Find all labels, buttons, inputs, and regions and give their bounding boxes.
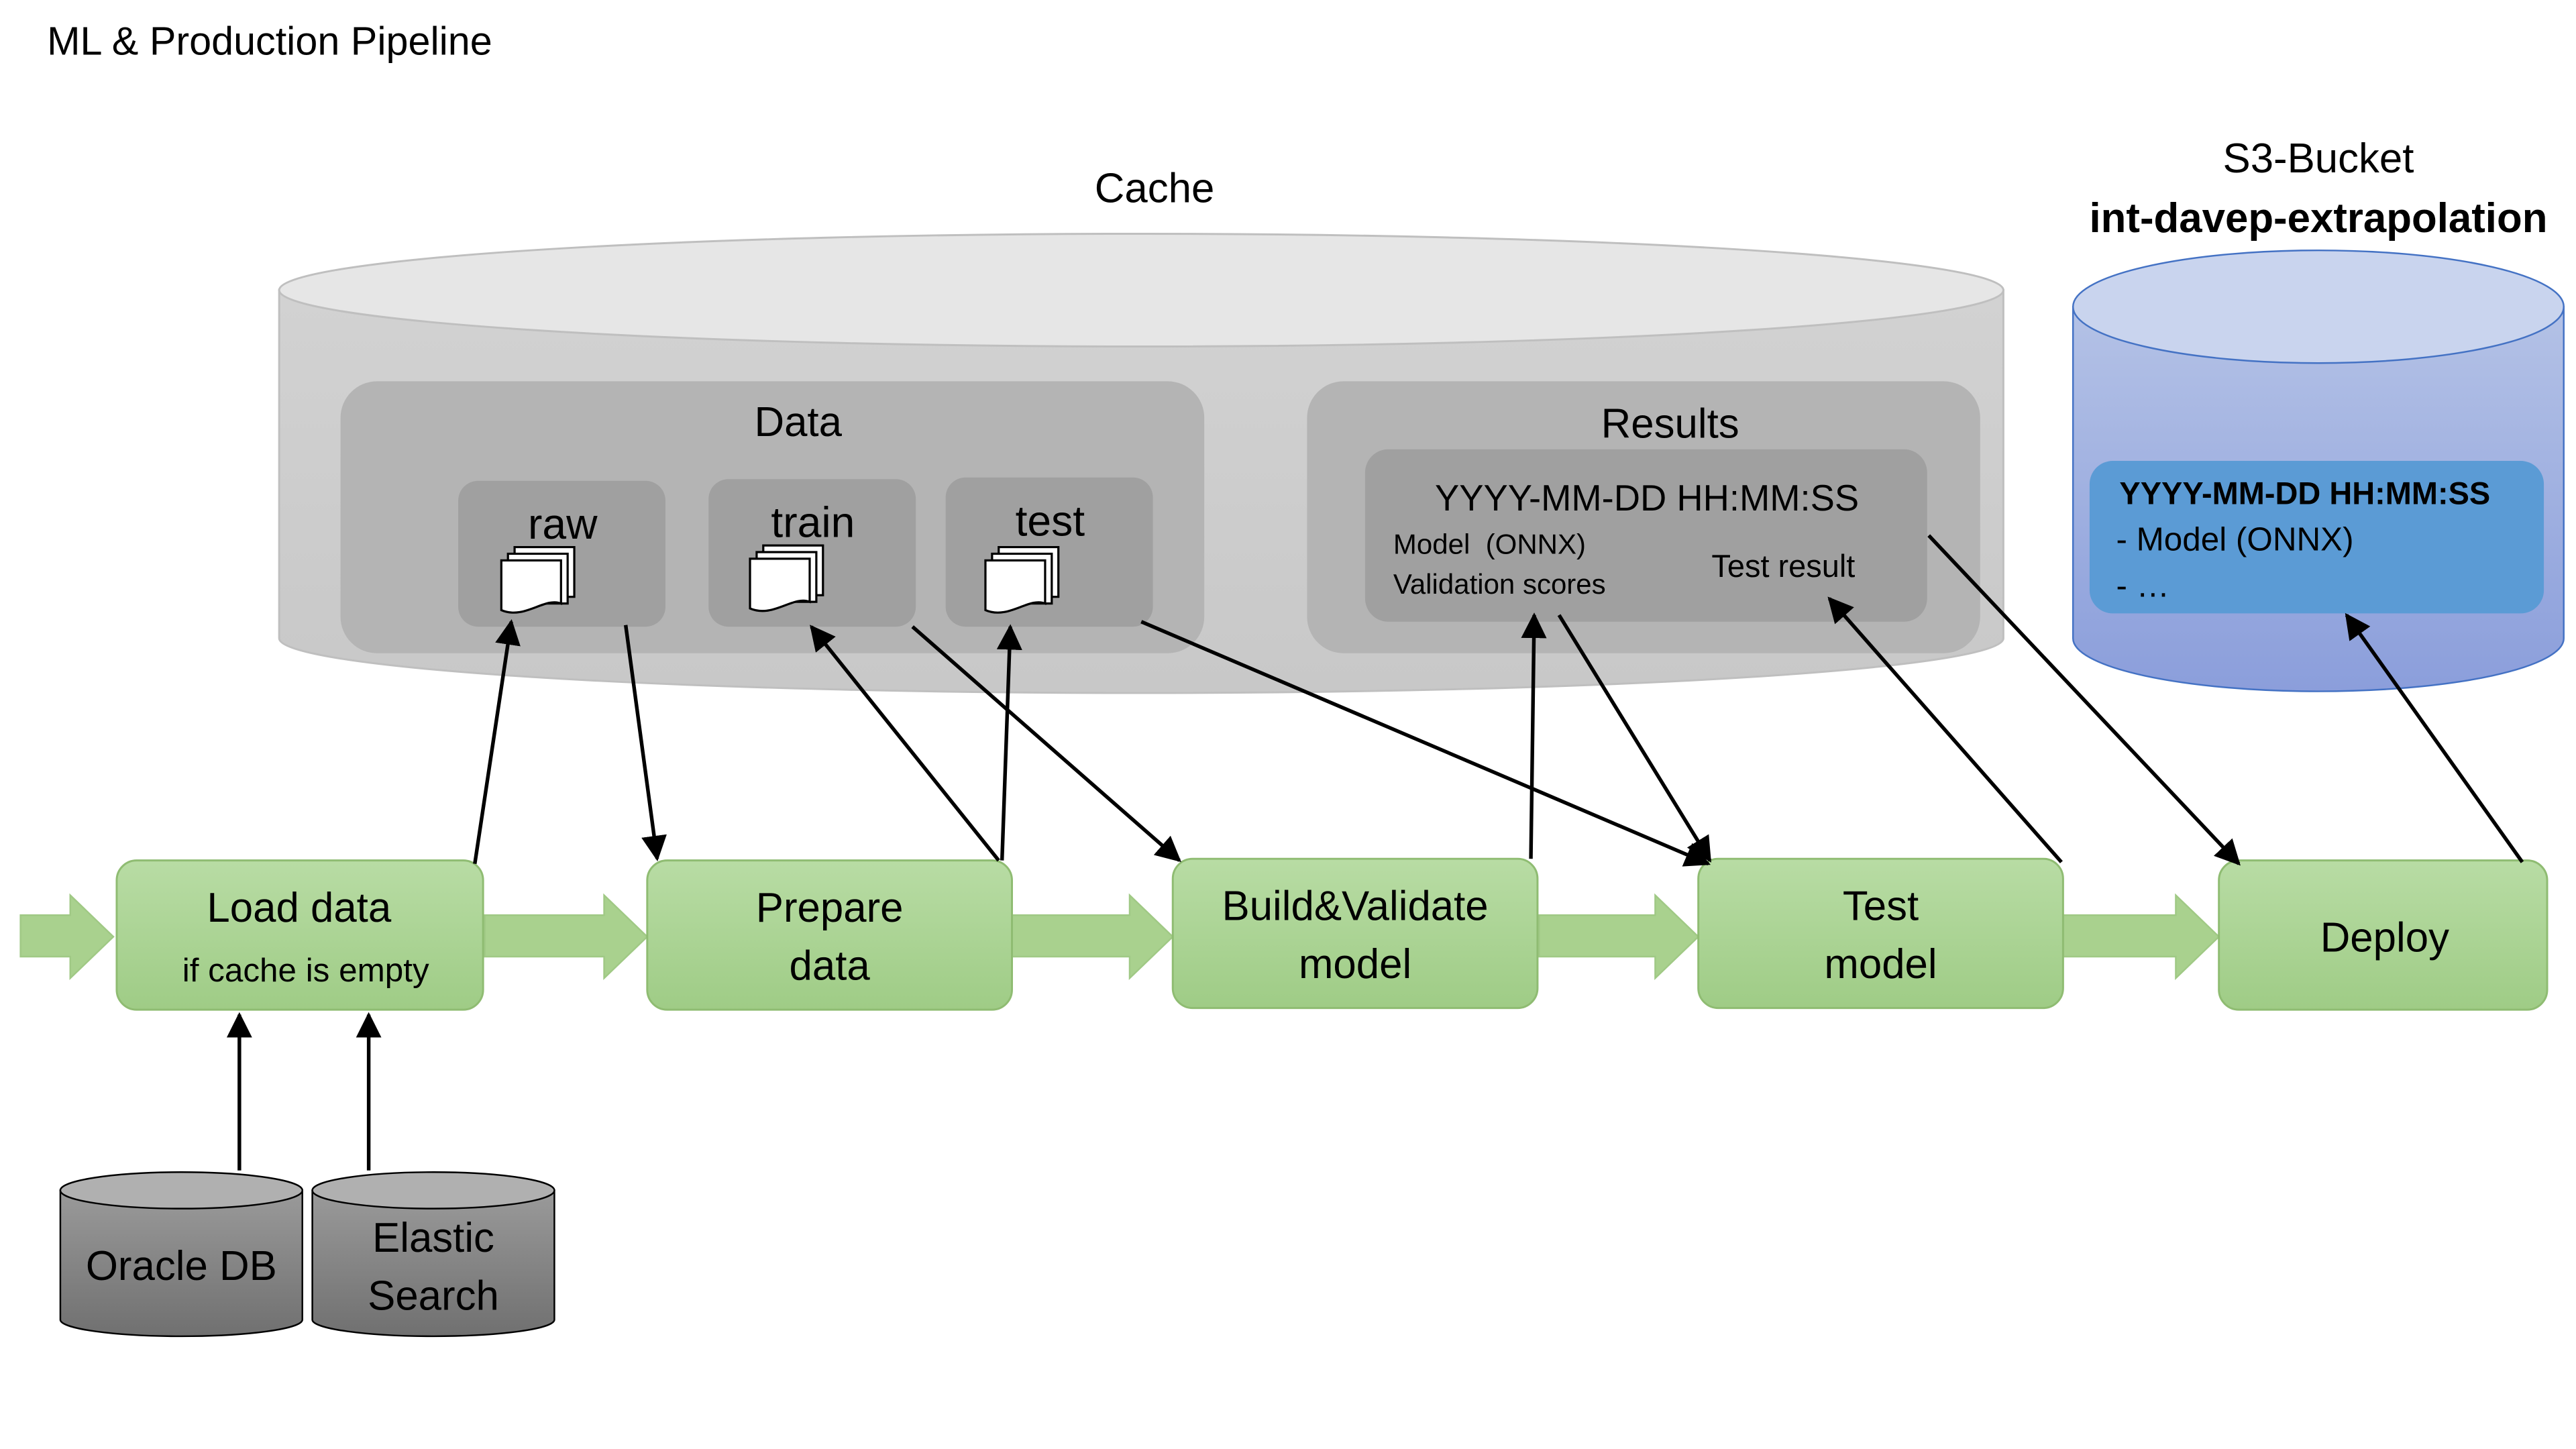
cache-label: Cache <box>1095 166 1215 212</box>
folder-train-label: train <box>771 498 855 547</box>
folder-test-label: test <box>1016 496 1085 545</box>
results-model-line: Model (ONNX) <box>1393 528 1586 559</box>
file-stack-icon <box>984 545 1060 614</box>
step-test-line2: model <box>1824 941 1937 987</box>
source-elastic-search: Elastic Search <box>311 1171 555 1338</box>
s3-entry-item: - … <box>2116 568 2169 604</box>
arrow-raw-to-prepare <box>623 625 667 861</box>
step-prepare-data[interactable]: Prepare data <box>646 859 1013 1011</box>
source-oracle-label: Oracle DB <box>86 1243 277 1289</box>
flow-arrows <box>19 893 2220 981</box>
step-build-line1: Build&Validate <box>1222 883 1489 930</box>
s3-bucket-name: int-davep-extrapolation <box>2090 195 2548 241</box>
file-stack-icon <box>749 544 824 612</box>
step-deploy-label: Deploy <box>2320 915 2449 961</box>
arrow-train-to-build <box>911 625 1181 863</box>
source-elastic-line2: Search <box>368 1273 499 1319</box>
diagram-title: ML & Production Pipeline <box>47 19 492 64</box>
results-group-label: Results <box>1601 400 1739 447</box>
arrow-results-to-deploy <box>1927 534 2241 866</box>
step-test-line1: Test <box>1843 883 1919 930</box>
source-oracle-db: Oracle DB <box>59 1171 303 1338</box>
results-entry <box>1364 449 1927 622</box>
flow-arrow <box>2062 893 2220 981</box>
results-timestamp: YYYY-MM-DD HH:MM:SS <box>1435 478 1859 519</box>
arrow-test-to-testmodel <box>1140 620 1711 867</box>
step-load-title: Load data <box>207 885 391 931</box>
s3-entry <box>2089 461 2544 614</box>
arrow-results-to-testmodel <box>1557 614 1712 863</box>
step-load-data[interactable]: Load data if cache is empty <box>115 859 484 1011</box>
arrow-deploy-to-s3 <box>2345 612 2524 863</box>
folder-raw-label: raw <box>528 500 598 548</box>
s3-label: S3-Bucket <box>2222 136 2414 182</box>
arrow-testmodel-to-results <box>1827 596 2063 863</box>
step-load-subtitle: if cache is empty <box>182 952 429 989</box>
arrow-load-to-raw <box>473 619 521 865</box>
step-deploy[interactable]: Deploy <box>2218 859 2548 1011</box>
file-stack-icon <box>500 545 576 614</box>
connectors <box>226 534 2524 1171</box>
results-test-result: Test result <box>1711 548 1855 584</box>
data-group-label: Data <box>754 399 842 445</box>
step-prepare-line2: data <box>790 943 871 989</box>
arrow-build-to-results <box>1521 612 1547 859</box>
flow-arrow <box>484 893 649 981</box>
source-elastic-line1: Elastic <box>372 1215 494 1261</box>
flow-arrow-in <box>19 893 115 981</box>
step-prepare-line1: Prepare <box>756 885 904 931</box>
flow-arrow <box>1011 893 1175 981</box>
step-build-validate[interactable]: Build&Validate model <box>1171 857 1539 1010</box>
step-test-model[interactable]: Test model <box>1697 857 2064 1010</box>
s3-entry-item: - Model (ONNX) <box>2116 521 2353 558</box>
arrow-prepare-to-test <box>996 624 1022 861</box>
s3-entry-timestamp: YYYY-MM-DD HH:MM:SS <box>2119 475 2490 511</box>
flow-arrow <box>1538 893 1700 981</box>
arrow-prepare-to-train <box>810 625 1000 862</box>
results-validation-line: Validation scores <box>1393 568 1606 600</box>
step-build-line2: model <box>1299 941 1411 987</box>
